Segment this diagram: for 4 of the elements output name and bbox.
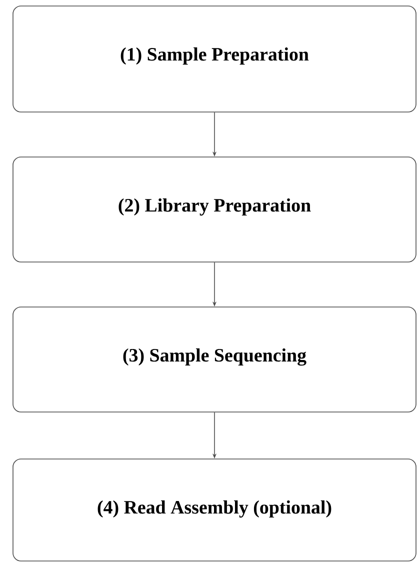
process-box: (2) Library Preparation [12, 156, 416, 262]
process-box: (4) Read Assembly (optional) [12, 458, 416, 562]
process-box: (3) Sample Sequencing [12, 306, 416, 412]
process-box: (1) Sample Preparation [12, 6, 416, 112]
